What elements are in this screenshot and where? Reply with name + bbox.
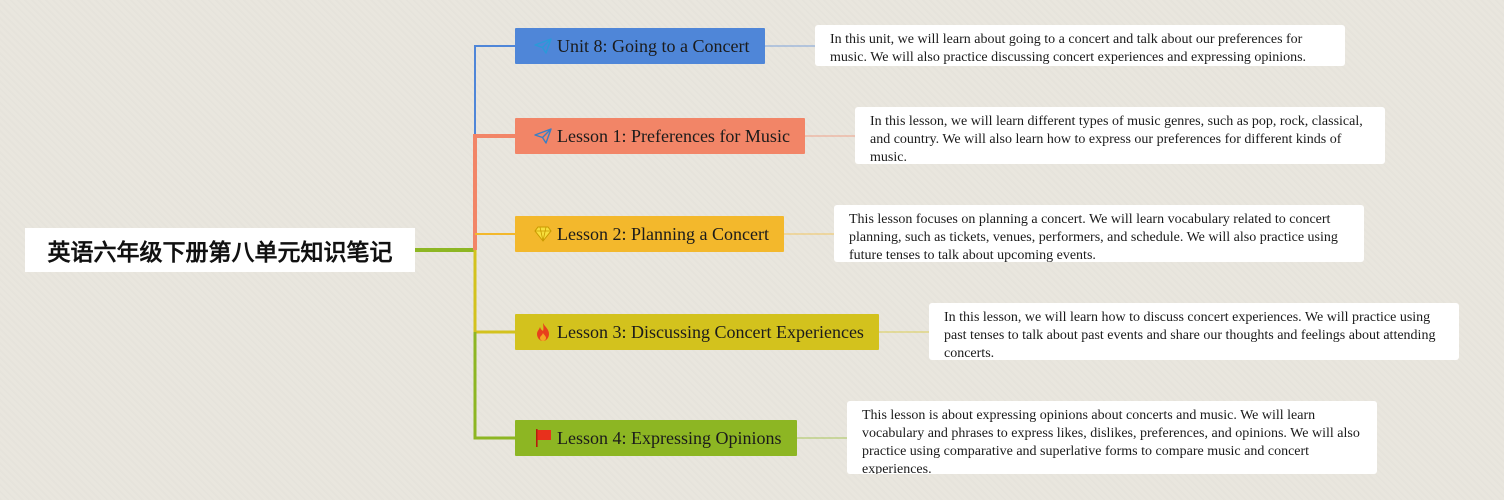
note-lesson-1: In this lesson, we will learn different … (855, 107, 1385, 164)
topic-unit-8[interactable]: Unit 8: Going to a Concert (515, 28, 765, 64)
branch-unit8 (474, 45, 515, 135)
topic-lesson-1[interactable]: Lesson 1: Preferences for Music (515, 118, 805, 154)
note-text: This lesson is about expressing opinions… (862, 408, 1360, 474)
branch-lesson4 (473, 332, 515, 440)
note-text: This lesson focuses on planning a concer… (849, 212, 1338, 262)
root-topic[interactable]: 英语六年级下册第八单元知识笔记 (25, 228, 415, 272)
topic-label: Lesson 2: Planning a Concert (557, 223, 769, 244)
note-text: In this lesson, we will learn how to dis… (944, 310, 1436, 360)
root-title: 英语六年级下册第八单元知识笔记 (47, 240, 393, 266)
note-lesson-3: In this lesson, we will learn how to dis… (929, 303, 1459, 360)
paper-plane-icon (533, 36, 553, 56)
note-text: In this lesson, we will learn different … (870, 114, 1363, 164)
note-lesson-2: This lesson focuses on planning a concer… (834, 205, 1364, 262)
diamond-icon (533, 224, 553, 244)
branch-lesson1 (473, 134, 515, 250)
topic-lesson-4[interactable]: Lesson 4: Expressing Opinions (515, 420, 797, 456)
topic-label: Lesson 4: Expressing Opinions (557, 427, 782, 448)
note-lesson-4: This lesson is about expressing opinions… (847, 401, 1377, 474)
flag-icon (533, 428, 553, 448)
topic-lesson-2[interactable]: Lesson 2: Planning a Concert (515, 216, 784, 252)
topic-label: Lesson 3: Discussing Concert Experiences (557, 321, 864, 342)
topic-lesson-3[interactable]: Lesson 3: Discussing Concert Experiences (515, 314, 879, 350)
topic-label: Lesson 1: Preferences for Music (557, 125, 790, 146)
note-text: In this unit, we will learn about going … (830, 32, 1307, 65)
paper-plane-icon (533, 126, 553, 146)
note-unit-8: In this unit, we will learn about going … (815, 25, 1345, 66)
fire-icon (533, 322, 553, 342)
topic-label: Unit 8: Going to a Concert (557, 35, 750, 56)
branch-lesson3 (473, 250, 515, 334)
